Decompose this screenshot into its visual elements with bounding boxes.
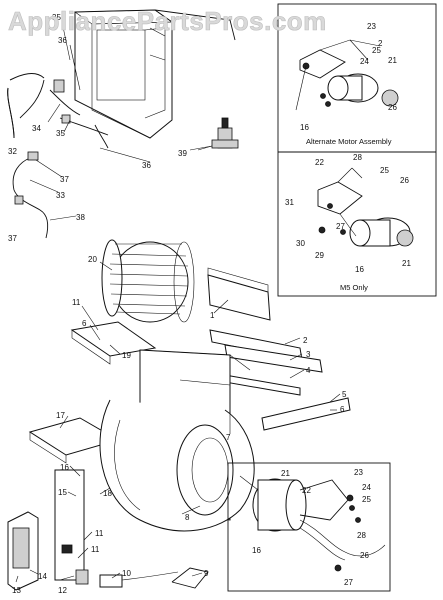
callout-38: 38 <box>76 213 85 222</box>
callout-6-left: 6 <box>82 319 87 328</box>
leader-lines <box>15 21 341 583</box>
cabinet-housing <box>74 9 236 139</box>
inset-top-label-2: 2 <box>378 39 383 48</box>
inset-top-label-24: 24 <box>360 57 369 66</box>
callout-16: 16 <box>60 463 69 472</box>
inset-mid-label-16: 16 <box>355 265 364 274</box>
callout-9: 9 <box>204 569 209 578</box>
inset-mid-label-29: 29 <box>315 251 324 260</box>
inset-top-label-25: 25 <box>372 46 381 55</box>
inset-motor-bottom <box>227 462 391 592</box>
inset-bottom-label-22: 22 <box>302 486 311 495</box>
callout-37-top: 37 <box>60 175 69 184</box>
callout-7: 7 <box>226 433 231 442</box>
callout-1: 1 <box>210 311 215 320</box>
blower-housing <box>99 349 255 532</box>
callout-20: 20 <box>88 255 97 264</box>
callout-11-bottom: 11 <box>91 545 100 554</box>
callout-34: 34 <box>32 124 41 133</box>
callout-35-mid: 35 <box>56 129 65 138</box>
inset-bottom-label-21: 21 <box>281 469 290 478</box>
callout-17: 17 <box>56 411 65 420</box>
callout-32: 32 <box>8 147 17 156</box>
inset-top-label-16: 16 <box>300 123 309 132</box>
inset-top-caption: Alternate Motor Assembly <box>306 137 392 146</box>
panel-parts <box>207 267 351 431</box>
callout-37-bottom: 37 <box>8 234 17 243</box>
inset-bottom-label-28: 28 <box>357 531 366 540</box>
callout-3: 3 <box>306 350 311 359</box>
inset-bottom-label-16: 16 <box>252 546 261 555</box>
inset-mid-label-22: 22 <box>315 158 324 167</box>
callout-19: 19 <box>122 351 131 360</box>
callout-11-top: 11 <box>72 298 81 307</box>
inset-mid-label-30: 30 <box>296 239 305 248</box>
inset-alternate-motor <box>277 3 437 297</box>
inset-bottom-label-27: 27 <box>344 578 353 587</box>
inset-bottom-label-26: 26 <box>360 551 369 560</box>
callout-11-mid: 11 <box>95 529 104 538</box>
small-parts <box>75 567 209 589</box>
inset-bottom-label-25: 25 <box>362 495 371 504</box>
inset-mid-label-31: 31 <box>285 198 294 207</box>
callout-18: 18 <box>103 489 112 498</box>
inset-mid-caption: M5 Only <box>340 283 368 292</box>
callout-15: 15 <box>58 488 67 497</box>
callout-13: 13 <box>12 586 21 595</box>
callout-12: 12 <box>58 586 67 595</box>
callout-8: 8 <box>185 513 190 522</box>
callout-2: 2 <box>303 336 308 345</box>
valve-part <box>189 117 239 151</box>
callout-33: 33 <box>56 191 65 200</box>
inset-mid-label-27: 27 <box>336 222 345 231</box>
callout-14: 14 <box>38 572 47 581</box>
callout-36-mid: 36 <box>142 161 151 170</box>
inset-mid-label-21: 21 <box>402 259 411 268</box>
callout-5: 5 <box>342 390 347 399</box>
inset-top-label-23: 23 <box>367 22 376 31</box>
inset-bottom-label-23: 23 <box>354 468 363 477</box>
callout-4: 4 <box>306 366 311 375</box>
inset-top-label-26: 26 <box>388 103 397 112</box>
inset-m5-motor <box>317 167 414 247</box>
callout-35-top: 35 <box>52 13 61 22</box>
inset-mid-label-28: 28 <box>353 153 362 162</box>
inset-top-label-21: 21 <box>388 56 397 65</box>
callout-39: 39 <box>178 149 187 158</box>
callout-36-top: 36 <box>58 36 67 45</box>
callout-6-right: 6 <box>340 405 345 414</box>
inset-bottom-label-24: 24 <box>362 483 371 492</box>
blower-wheel <box>101 239 195 323</box>
drain-hose-assembly <box>7 73 109 239</box>
callout-10: 10 <box>122 569 131 578</box>
inset-mid-label-25: 25 <box>380 166 389 175</box>
inset-mid-label-26: 26 <box>400 176 409 185</box>
